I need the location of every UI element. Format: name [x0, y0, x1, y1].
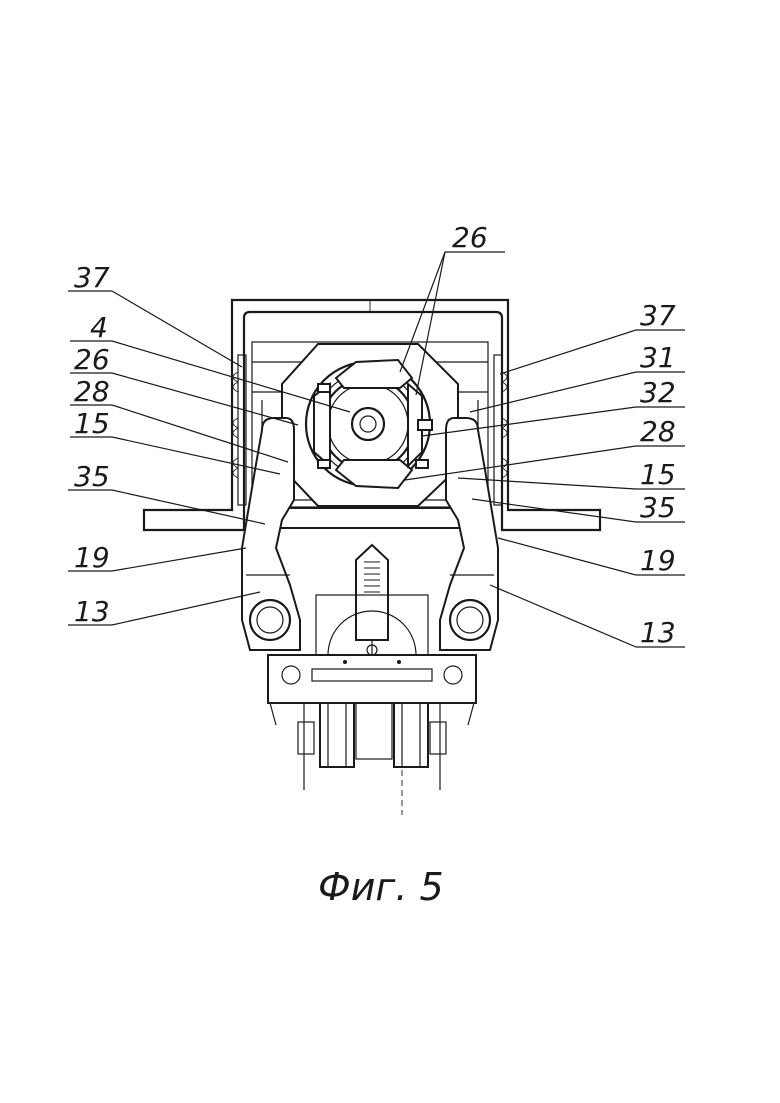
- label-left-13: 13: [74, 595, 110, 628]
- label-right-28: 28: [640, 415, 676, 448]
- label-left-37: 37: [74, 261, 110, 294]
- label-left-19: 19: [74, 541, 110, 574]
- lower-plate: [280, 508, 460, 528]
- bottom-wheels: [270, 703, 474, 815]
- label-right-37: 37: [640, 299, 676, 332]
- label-left-28: 28: [74, 375, 110, 408]
- label-right-32: 32: [640, 376, 676, 409]
- label-left-15: 15: [74, 407, 110, 440]
- figure-caption: Фиг. 5: [318, 865, 444, 909]
- label-left-26: 26: [74, 343, 110, 376]
- label-top-26: 26: [452, 221, 488, 254]
- right-lever: [440, 418, 498, 650]
- left-lever: [242, 418, 300, 650]
- label-right-35: 35: [640, 491, 676, 524]
- label-left-4: 4: [90, 311, 108, 344]
- label-right-15: 15: [640, 458, 676, 491]
- label-right-19: 19: [640, 544, 676, 577]
- label-right-31: 31: [640, 341, 676, 374]
- label-right-13: 13: [640, 616, 676, 649]
- mechanism-drawing: [144, 300, 600, 815]
- label-left-35: 35: [74, 460, 110, 493]
